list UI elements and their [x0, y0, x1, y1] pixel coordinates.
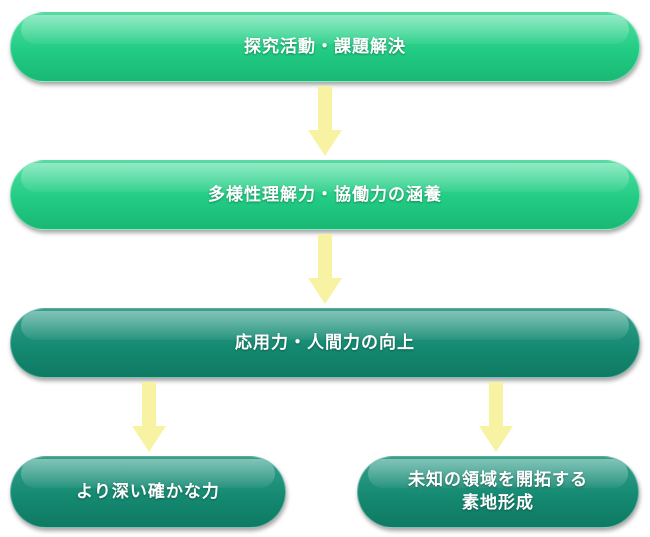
step-label-inquiry: 探究活動・課題解決: [244, 36, 406, 57]
down-arrow-icon: [308, 86, 342, 156]
step-box-inquiry: 探究活動・課題解決: [10, 12, 640, 82]
outcome-label-pioneering: 未知の領域を開拓する 素地形成: [408, 470, 588, 513]
step-box-diversity: 多様性理解力・協働力の涵養: [10, 160, 640, 230]
down-arrow-icon: [132, 382, 166, 452]
step-label-diversity: 多様性理解力・協働力の涵養: [208, 184, 442, 205]
step-label-application: 応用力・人間力の向上: [235, 332, 415, 353]
step-box-application: 応用力・人間力の向上: [10, 308, 640, 378]
outcome-box-deeper-ability: より深い確かな力: [10, 456, 286, 528]
down-arrow-icon: [479, 382, 513, 452]
outcome-label-deeper-ability: より深い確かな力: [76, 481, 220, 502]
outcome-box-pioneering: 未知の領域を開拓する 素地形成: [357, 456, 639, 528]
down-arrow-icon: [308, 234, 342, 304]
